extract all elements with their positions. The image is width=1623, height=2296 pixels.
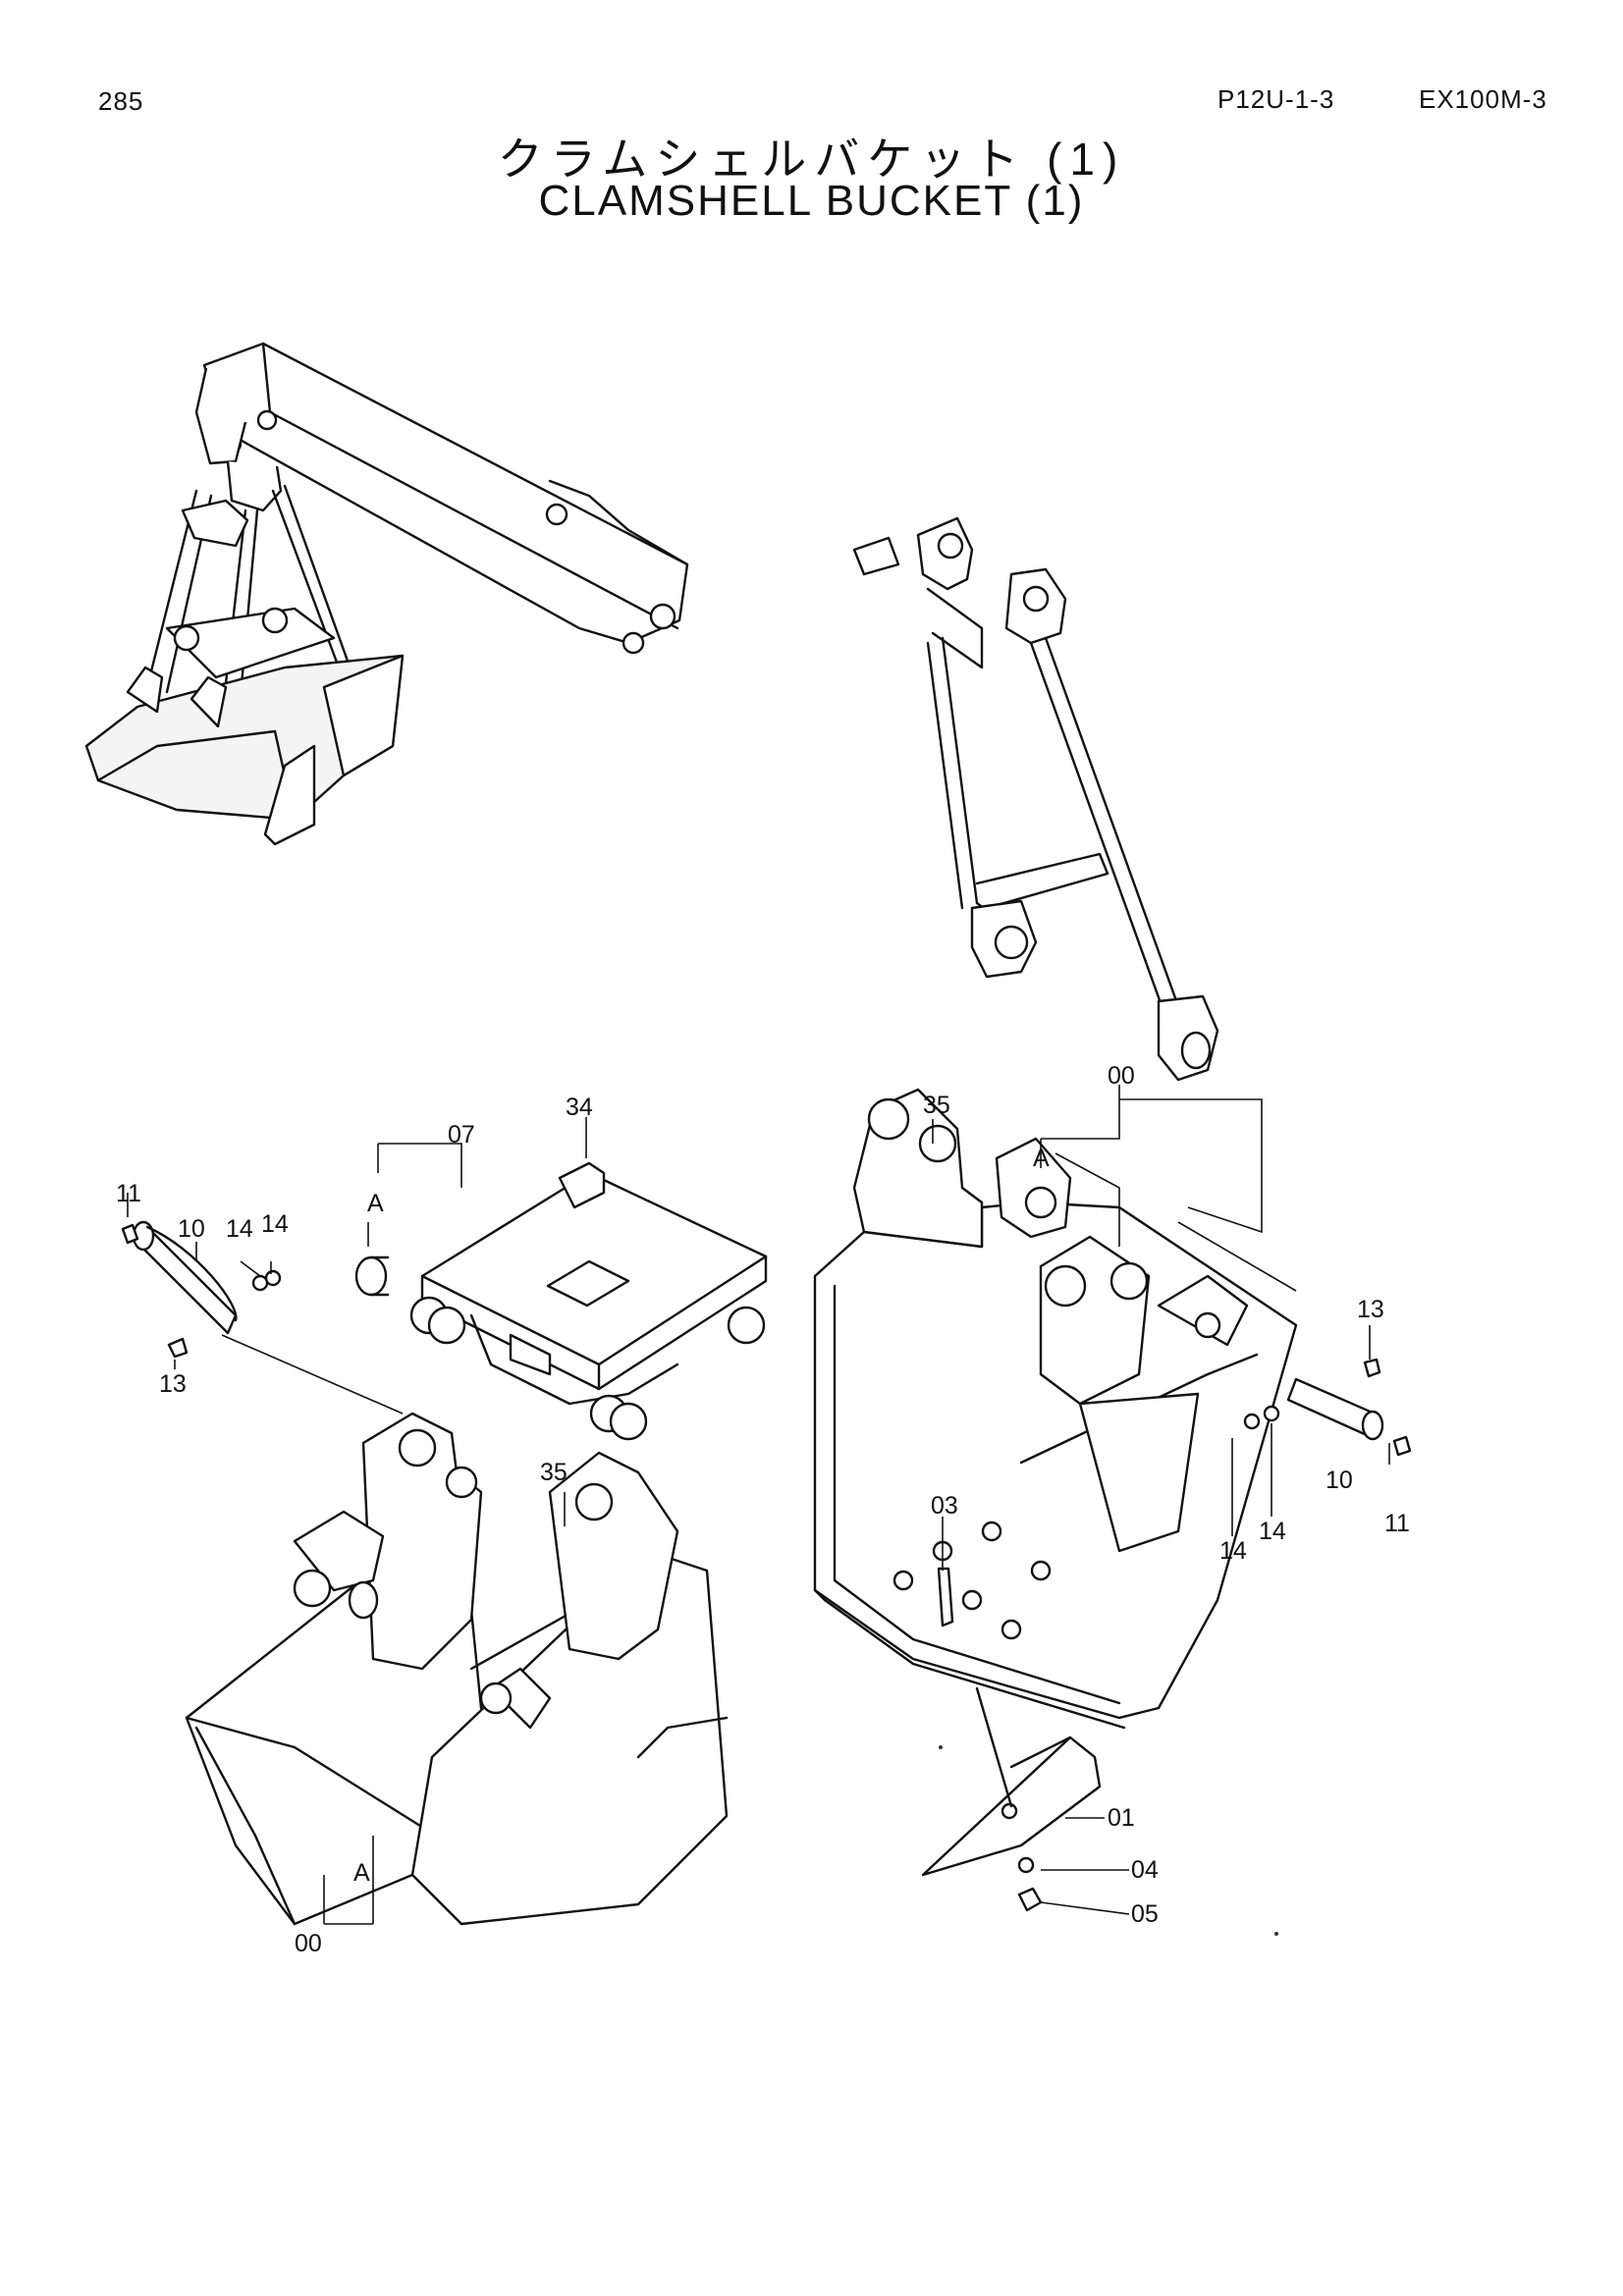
right-pin-group xyxy=(1243,1358,1412,1457)
callout-A: A xyxy=(367,1190,384,1217)
bucket-half-right xyxy=(813,1088,1298,1730)
speck xyxy=(939,1745,943,1749)
tooth-part-01 xyxy=(921,1686,1102,1912)
callout-10: 10 xyxy=(178,1215,205,1243)
leader-lines xyxy=(127,1085,1390,1915)
callout-14: 14 xyxy=(261,1210,289,1238)
upper-frame-part-34 xyxy=(354,1161,768,1441)
model-code: EX100M-3 xyxy=(1419,84,1547,114)
speck xyxy=(1274,1932,1278,1936)
bucket-half-left xyxy=(185,1412,729,1926)
callout-13: 13 xyxy=(1357,1296,1384,1323)
callout-34: 34 xyxy=(566,1094,593,1121)
callout-35: 35 xyxy=(540,1459,568,1486)
callout-01: 01 xyxy=(1108,1804,1135,1832)
left-pin-group xyxy=(121,1220,404,1415)
callout-11: 11 xyxy=(1384,1510,1410,1537)
page-number: 285 xyxy=(98,86,144,116)
callout-A: A xyxy=(1033,1145,1050,1172)
callout-14: 14 xyxy=(1219,1537,1247,1565)
callout-13: 13 xyxy=(159,1370,187,1398)
callout-07: 07 xyxy=(448,1121,475,1148)
link-arm-upper-right xyxy=(852,516,1219,1082)
callout-00: 00 xyxy=(295,1930,322,1957)
callout-11: 11 xyxy=(116,1180,141,1207)
callout-03: 03 xyxy=(931,1492,958,1520)
title-english: CLAMSHELL BUCKET (1) xyxy=(538,177,1085,225)
callout-10: 10 xyxy=(1325,1467,1353,1494)
title-japanese: クラムシェルバケット (1) xyxy=(497,133,1126,185)
callout-A: A xyxy=(353,1859,370,1887)
reference-code: P12U-1-3 xyxy=(1217,84,1335,114)
callout-00: 00 xyxy=(1108,1062,1135,1090)
callout-35: 35 xyxy=(923,1092,950,1119)
callout-05: 05 xyxy=(1131,1900,1159,1928)
callout-14: 14 xyxy=(1259,1518,1286,1545)
callout-14: 14 xyxy=(226,1215,253,1243)
overview-boom-assembly xyxy=(84,342,689,846)
callout-04: 04 xyxy=(1131,1856,1159,1884)
